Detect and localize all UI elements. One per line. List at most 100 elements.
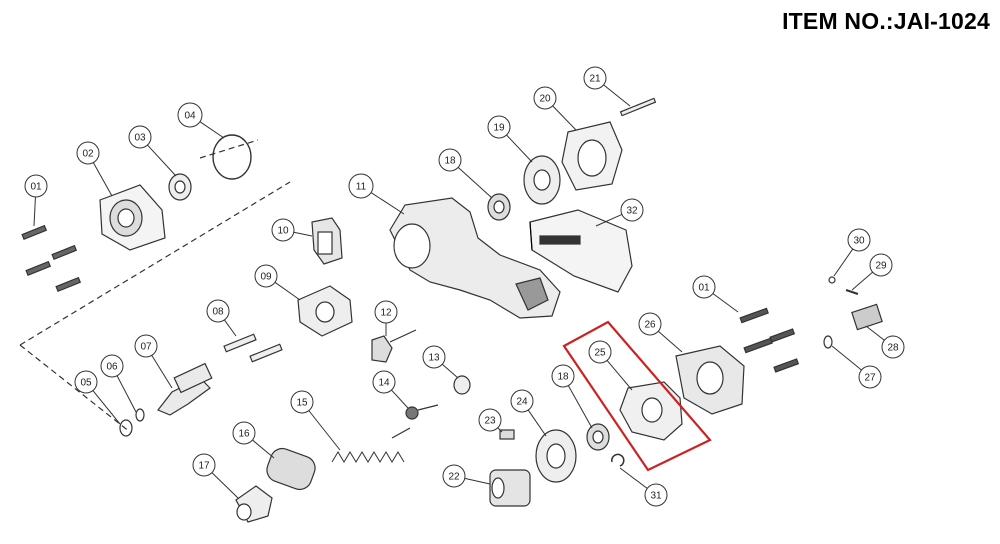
callout-label: 08 [212,307,224,318]
callout-circle [254,264,278,288]
callout-circle [847,228,871,252]
callout-leader-line [497,427,503,433]
boot-32 [529,209,633,293]
highlight-box-25 [562,320,712,472]
callout-label: 22 [448,472,460,483]
hammer-frame-09 [297,285,353,337]
callout-30: 30 [833,228,871,277]
callout-label: 20 [539,94,551,105]
ring-05 [119,419,133,437]
callout-leader-line [595,214,623,227]
callout-leader-line [831,345,862,371]
callout-leader-line [441,363,459,379]
dashed-boundary [19,139,291,433]
callout-leader-line [308,410,341,451]
callout-26: 26 [638,312,683,353]
front-cover-02 [99,184,166,251]
callout-label: 04 [184,111,196,122]
callout-label: 06 [106,362,118,373]
callout-leader-line [603,84,631,107]
callout-01: 01 [24,174,48,227]
callout-20: 20 [533,86,577,131]
callout-label: 24 [516,397,528,408]
item-number-title: ITEM NO.:JAI-1024 [782,8,990,34]
housing-11 [389,197,561,319]
callout-label: 05 [80,378,92,389]
callout-09: 09 [254,264,301,301]
callout-circle [192,453,216,477]
callout-circle [881,335,905,359]
screw-01-left [21,224,82,293]
pin-29 [845,289,859,295]
callout-circle [644,483,668,507]
callout-label: 18 [444,156,456,167]
callout-32: 32 [595,198,644,227]
callout-24: 24 [510,389,547,437]
callout-leader-line [506,134,533,163]
callout-circle [551,364,575,388]
pin-21 [619,97,657,117]
callout-label: 15 [296,398,308,409]
callout-circle [206,299,230,323]
callout-leader-line [116,375,137,413]
callout-18: 18 [551,364,593,429]
callout-label: 14 [378,378,390,389]
callout-leader-line [865,325,885,341]
callout-label: 02 [82,149,94,160]
callout-circle [442,464,466,488]
callout-circle [510,389,534,413]
callout-label: 17 [198,461,210,472]
callout-circle [372,370,396,394]
callout-02: 02 [76,141,113,197]
callout-label: 32 [626,206,638,217]
callout-leader-line [567,385,593,429]
cylinder-20 [561,121,623,191]
callout-circle [869,253,893,277]
callout-leader-line [151,355,173,389]
callout-circle [374,300,398,324]
callout-leader-line [851,271,873,291]
washer-13 [453,375,471,395]
callout-circle [583,66,607,90]
callout-circle [692,275,716,299]
callout-circle [620,198,644,222]
callout-03: 03 [128,125,177,177]
callout-10: 10 [271,218,313,242]
pins-08 [223,333,283,363]
callout-leader-line [391,389,409,409]
callout-label: 13 [428,353,440,364]
callout-23: 23 [478,408,503,433]
gasket-25 [619,381,683,441]
callout-label: 25 [594,348,606,359]
callout-circle [533,86,557,110]
callout-circle [128,125,152,149]
callout-label: 07 [140,342,152,353]
callout-leader-line [657,330,683,353]
callout-21: 21 [583,66,631,107]
callout-circle [422,345,446,369]
callout-leader-line [92,390,121,425]
callout-label: 21 [589,74,601,85]
callout-label: 28 [887,343,899,354]
callout-19: 19 [487,115,533,163]
callout-label: 23 [484,416,496,427]
ring-06 [135,408,145,422]
callout-circle [348,173,374,199]
bearing-18-lower [586,423,610,451]
callout-leader-line [370,192,405,215]
parts-layer [19,97,883,523]
filter-16 [266,447,316,491]
callout-label: 31 [650,491,662,502]
back-cap-26 [675,345,745,415]
callout-leader-line [527,409,547,437]
callouts-layer: 0102030405060708091011121314151617181920… [24,66,905,507]
bearing-18-upper [487,193,511,221]
callout-label: 12 [380,308,392,319]
spring-15 [331,427,411,463]
ball-30 [828,276,836,284]
callout-leader-line [712,293,739,313]
callout-leader-line [252,439,275,459]
callout-leader-line [606,360,633,391]
reverse-valve-28 [851,303,883,331]
